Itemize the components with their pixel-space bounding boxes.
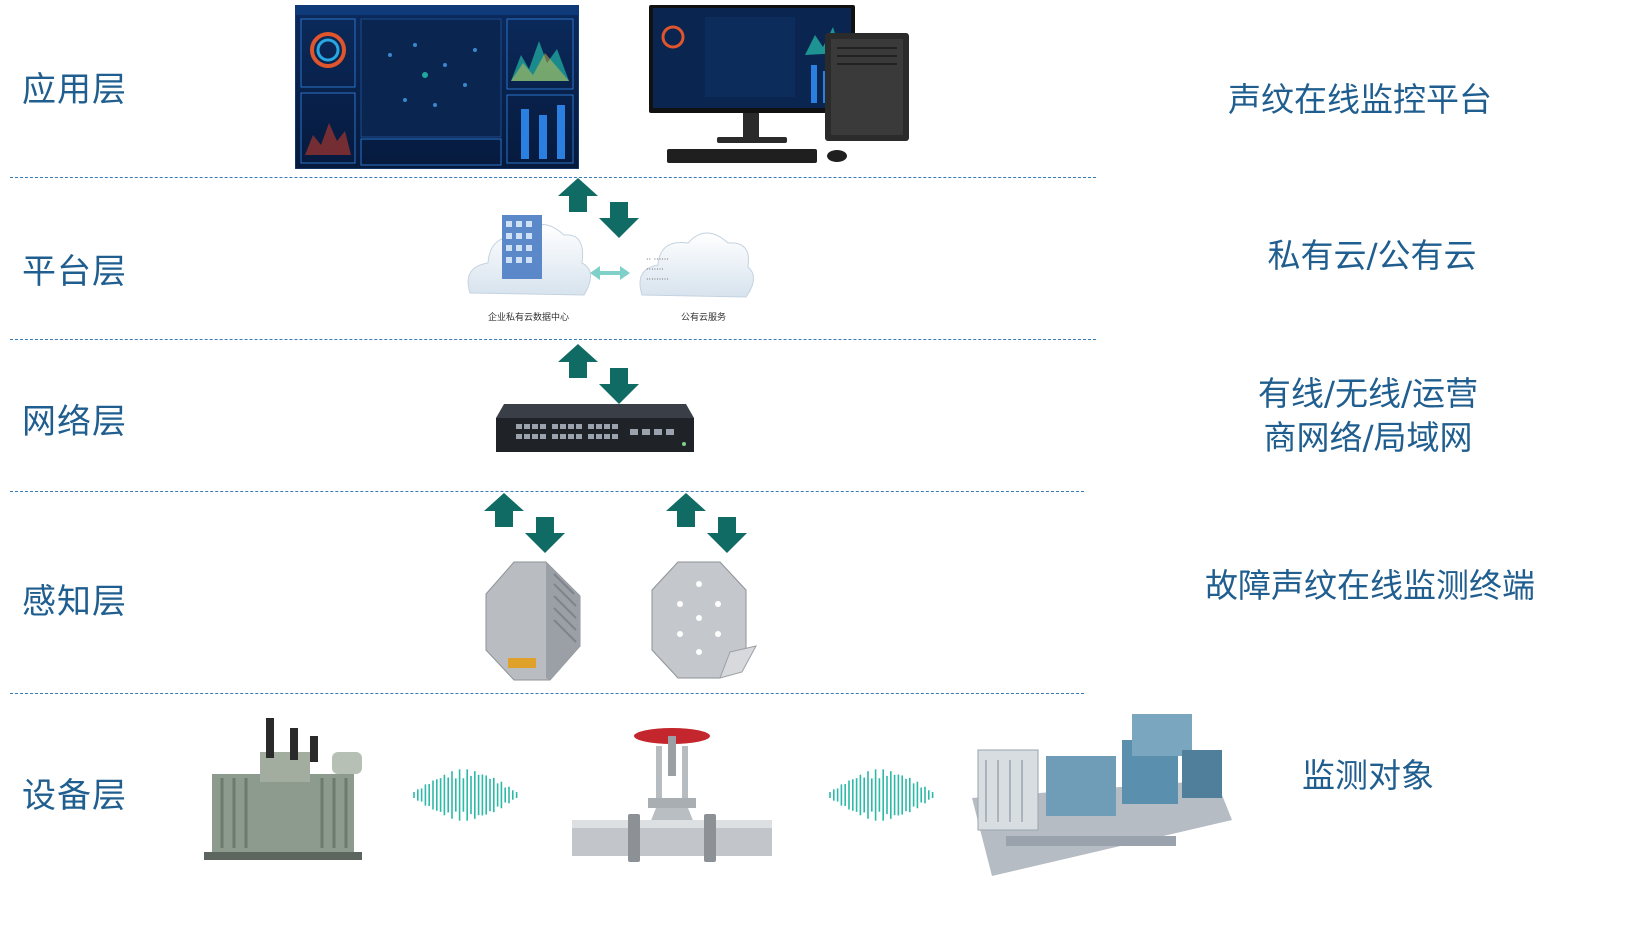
desc-network-2: 商网络/局域网 xyxy=(1263,418,1473,457)
public-cloud-icon xyxy=(639,232,754,298)
bidirectional-arrow-icon xyxy=(556,178,646,240)
desc-device: 监测对象 xyxy=(1302,756,1434,795)
transformer-image xyxy=(192,712,374,864)
layer-label-platform: 平台层 xyxy=(22,252,127,292)
layer-label-device: 设备层 xyxy=(22,776,127,816)
desc-platform: 私有云/公有云 xyxy=(1267,236,1477,275)
layer-label-perception: 感知层 xyxy=(22,582,127,622)
private-cloud-caption: 企业私有云数据中心 xyxy=(488,313,570,323)
divider-2 xyxy=(10,339,1096,340)
sound-wave-icon xyxy=(826,766,938,824)
monitoring-terminal-side-image xyxy=(484,560,584,682)
desc-application: 声纹在线监控平台 xyxy=(1228,80,1492,119)
layer-label-network: 网络层 xyxy=(22,402,127,442)
public-cloud-caption: 公有云服务 xyxy=(681,313,727,323)
private-cloud-icon xyxy=(467,215,591,296)
public-cloud-notes: ·· ······················ xyxy=(646,255,669,284)
dashboard-screen-image xyxy=(294,4,580,170)
desktop-computer-image xyxy=(645,5,915,170)
divider-1 xyxy=(10,177,1096,178)
layer-label-application: 应用层 xyxy=(22,70,127,110)
bidirectional-arrow-icon xyxy=(482,493,572,555)
cloud-platform-diagram xyxy=(460,205,760,325)
industrial-compressor-unit-image xyxy=(966,710,1236,878)
pipeline-valve-image xyxy=(572,724,772,872)
divider-4 xyxy=(10,693,1084,694)
network-switch-image xyxy=(494,402,696,454)
sync-arrow-icon xyxy=(590,266,630,280)
desc-perception: 故障声纹在线监测终端 xyxy=(1205,566,1535,605)
bidirectional-arrow-icon xyxy=(664,493,754,555)
monitoring-terminal-front-image xyxy=(650,560,758,682)
bidirectional-arrow-icon xyxy=(556,344,646,406)
divider-3 xyxy=(10,491,1084,492)
sound-wave-icon xyxy=(410,766,522,824)
desc-network-1: 有线/无线/运营 xyxy=(1257,374,1479,413)
